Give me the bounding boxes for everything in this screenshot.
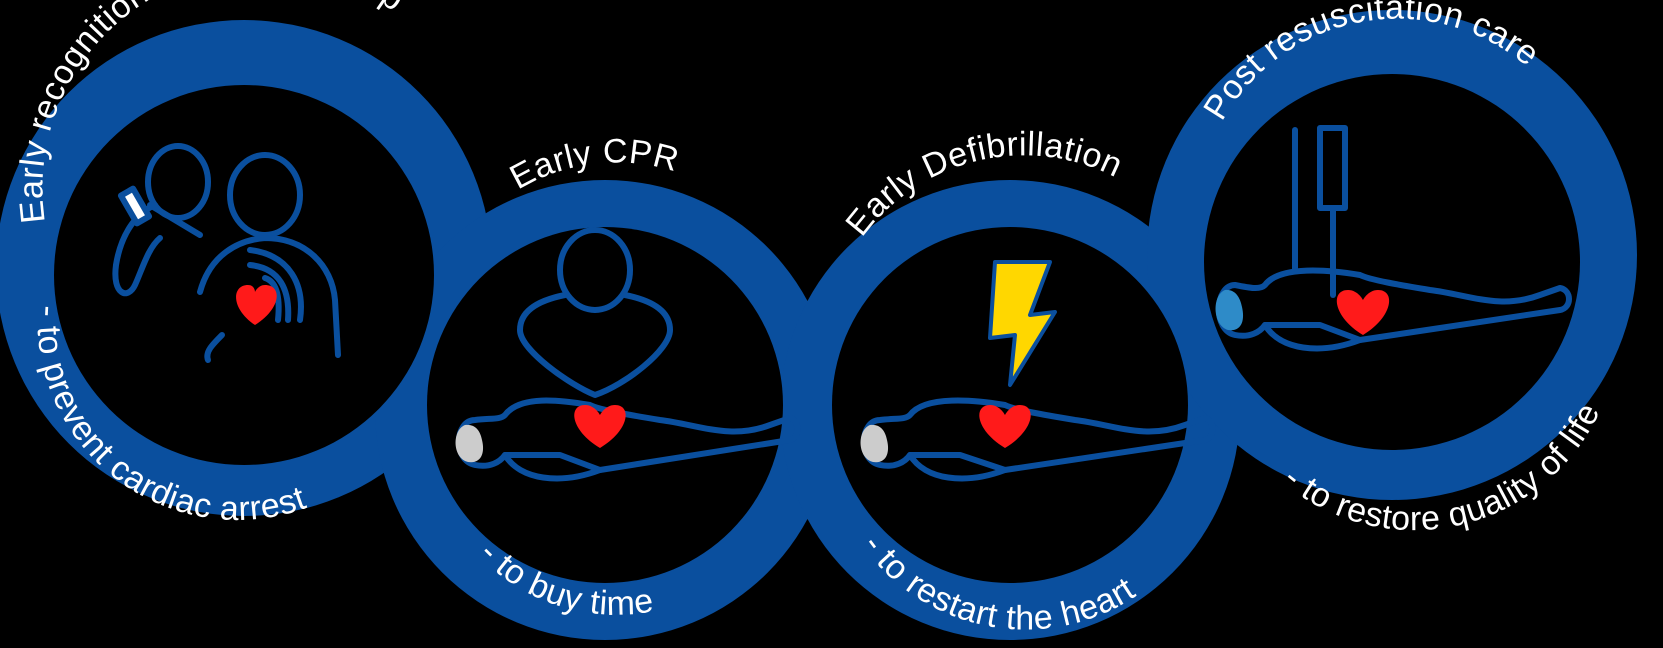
ring-4-inner [1204,74,1580,450]
cpr-compression-icon [455,227,801,482]
head-grey-icon [455,424,484,463]
iv-drip-patient-icon [1215,125,1572,352]
heart-icon [979,405,1031,448]
heart-icon [1336,290,1390,335]
lightning-icon [988,260,1057,387]
defibrillation-shock-icon [860,260,1216,482]
ring-1-inner [54,85,434,465]
head-blue-icon [1215,289,1244,331]
ring-2-inner [427,227,783,583]
heart-icon [236,285,277,325]
head-grey-icon [860,424,889,463]
heart-icon [574,405,626,448]
phone-call-rescuer-icon [112,143,341,363]
